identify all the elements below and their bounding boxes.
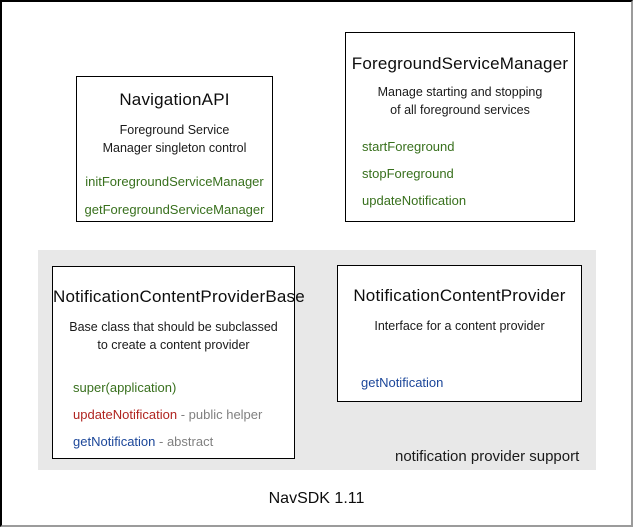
method-update-notification: updateNotification - public helper bbox=[73, 407, 262, 422]
description-line: Interface for a content provider bbox=[374, 319, 545, 333]
class-description: Base class that should be subclassed to … bbox=[53, 318, 294, 354]
class-box-notification-content-provider-base: NotificationContentProviderBase Base cla… bbox=[52, 266, 305, 459]
method-super-application: super(application) bbox=[73, 380, 176, 395]
description-line: Base class that should be subclassed bbox=[69, 320, 278, 334]
method-name: updateNotification bbox=[73, 407, 178, 422]
description-line: Foreground Service bbox=[119, 123, 230, 137]
class-description: Foreground Service Manager singleton con… bbox=[77, 121, 272, 157]
description-line: to create a content provider bbox=[97, 338, 250, 352]
class-box-foreground-service-manager: ForegroundServiceManager Manage starting… bbox=[345, 32, 575, 222]
class-title: NotificationContentProviderBase bbox=[53, 287, 305, 306]
method-list: getNotification bbox=[338, 375, 581, 390]
class-title: ForegroundServiceManager bbox=[351, 54, 569, 73]
method-list: initForegroundServiceManager getForegrou… bbox=[77, 174, 272, 217]
description-line: Manage starting and stopping bbox=[377, 85, 543, 99]
description-line: of all foreground services bbox=[390, 103, 530, 117]
class-box-notification-content-provider: NotificationContentProvider Interface fo… bbox=[337, 265, 582, 402]
method-list: super(application) updateNotification - … bbox=[53, 380, 294, 449]
class-title: NavigationAPI bbox=[119, 90, 230, 109]
class-description: Manage starting and stopping of all fore… bbox=[346, 83, 574, 119]
method-annotation: - abstract bbox=[155, 434, 214, 449]
description-line: Manager singleton control bbox=[102, 141, 247, 155]
method-init-foreground-service-manager: initForegroundServiceManager bbox=[85, 174, 264, 189]
method-get-foreground-service-manager: getForegroundServiceManager bbox=[84, 202, 265, 217]
method-annotation: - public helper bbox=[177, 407, 263, 422]
method-stop-foreground: stopForeground bbox=[362, 166, 454, 181]
method-name: getNotification bbox=[73, 434, 156, 449]
class-description: Interface for a content provider bbox=[338, 317, 581, 335]
method-list: startForeground stopForeground updateNot… bbox=[346, 139, 574, 208]
class-box-navigation-api: NavigationAPI Foreground Service Manager… bbox=[76, 76, 273, 222]
method-name: super(application) bbox=[73, 380, 177, 395]
method-update-notification: updateNotification bbox=[362, 193, 467, 208]
class-title: NotificationContentProvider bbox=[353, 286, 566, 305]
method-get-notification: getNotification bbox=[361, 375, 444, 390]
method-get-notification: getNotification - abstract bbox=[73, 434, 213, 449]
panel-caption: notification provider support bbox=[395, 448, 580, 465]
diagram-title: NavSDK 1.11 bbox=[268, 490, 365, 507]
method-start-foreground: startForeground bbox=[362, 139, 455, 154]
